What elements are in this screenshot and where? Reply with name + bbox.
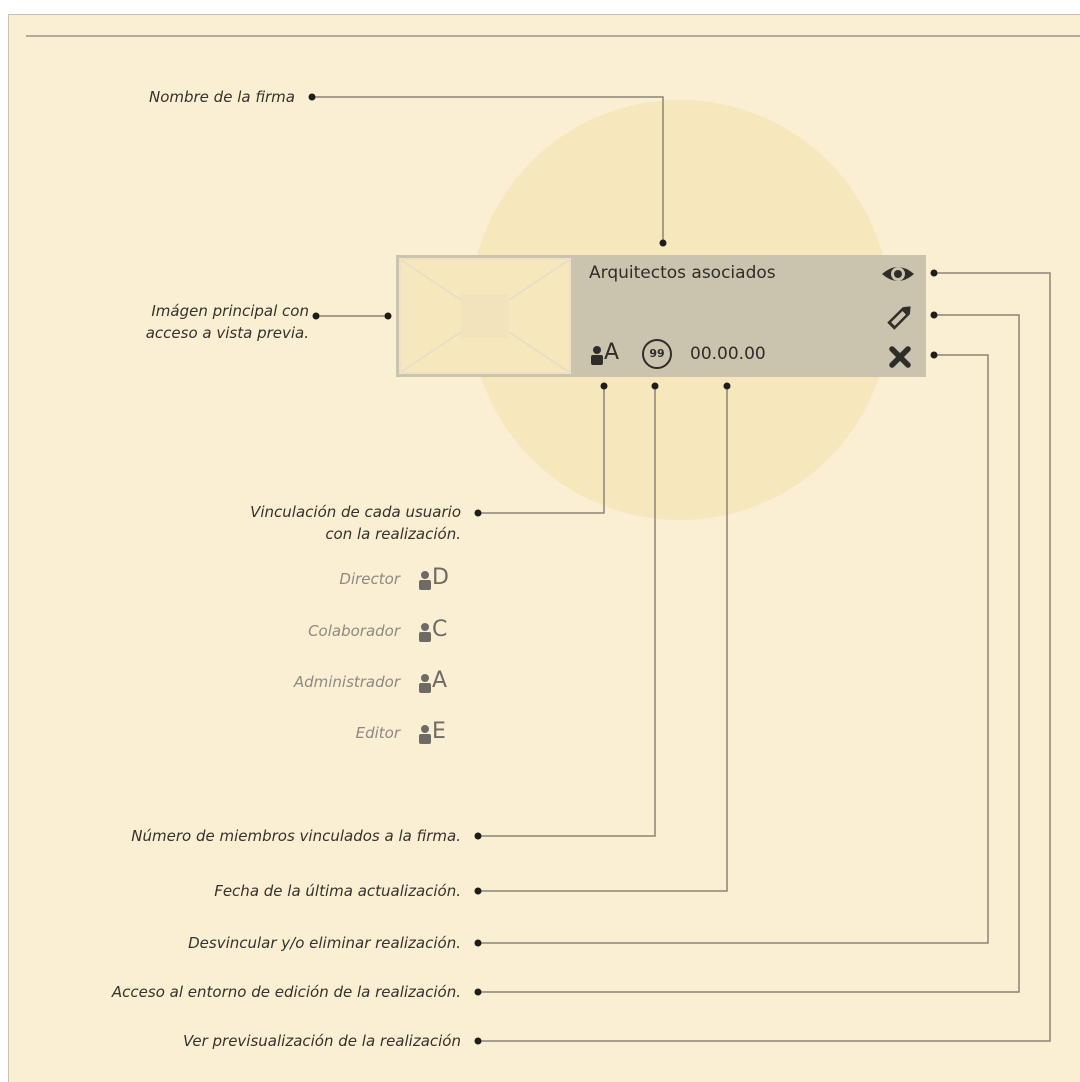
legend-role-code: A — [432, 668, 448, 693]
user-icon — [590, 343, 604, 365]
close-x-icon[interactable] — [889, 346, 911, 368]
legend-label-director: Director — [339, 570, 400, 588]
legend-role-editor: E — [418, 720, 446, 744]
user-icon — [418, 568, 432, 590]
legend-label-collaborator: Colaborador — [308, 622, 400, 640]
pencil-icon[interactable] — [884, 302, 916, 332]
user-icon — [418, 722, 432, 744]
image-placeholder-icon — [401, 260, 569, 372]
legend-role-collaborator: C — [418, 618, 447, 642]
last-update-date: 00.00.00 — [690, 344, 766, 364]
annotation-edit-access: Acceso al entorno de edición de la reali… — [111, 983, 461, 1001]
user-icon — [418, 671, 432, 693]
legend-role-administrator: A — [418, 669, 447, 693]
legend-label-editor: Editor — [355, 724, 400, 742]
legend-label-administrator: Administrador — [293, 673, 400, 691]
eye-icon[interactable] — [880, 262, 916, 286]
annotation-user-link: Vinculación de cada usuario con la reali… — [250, 501, 461, 545]
annotation-last-update: Fecha de la última actualización. — [214, 882, 461, 900]
legend-role-code: D — [432, 565, 449, 590]
firm-name[interactable]: Arquitectos asociados — [589, 263, 776, 283]
annotation-main-image-line2: acceso a vista previa. — [145, 324, 309, 342]
main-image-thumbnail[interactable] — [399, 258, 571, 374]
annotation-members: Número de miembros vinculados a la firma… — [131, 827, 461, 845]
user-role-indicator[interactable]: A — [590, 341, 619, 365]
user-icon — [418, 620, 432, 642]
annotation-main-image: Imágen principal con acceso a vista prev… — [146, 300, 309, 344]
legend-role-code: C — [432, 617, 448, 642]
annotation-preview: Ver previsualización de la realización — [182, 1032, 461, 1050]
annotation-user-link-line1: Vinculación de cada usuario — [250, 503, 461, 521]
legend-role-code: E — [432, 719, 446, 744]
annotation-firm-name: Nombre de la firma — [148, 88, 295, 106]
legend-role-director: D — [418, 566, 449, 590]
member-count-badge: 99 — [642, 339, 672, 369]
annotation-unlink-delete: Desvincular y/o eliminar realización. — [188, 934, 461, 952]
annotation-main-image-line1: Imágen principal con — [151, 302, 309, 320]
annotation-user-link-line2: con la realización. — [325, 525, 461, 543]
user-role-code: A — [604, 340, 620, 365]
